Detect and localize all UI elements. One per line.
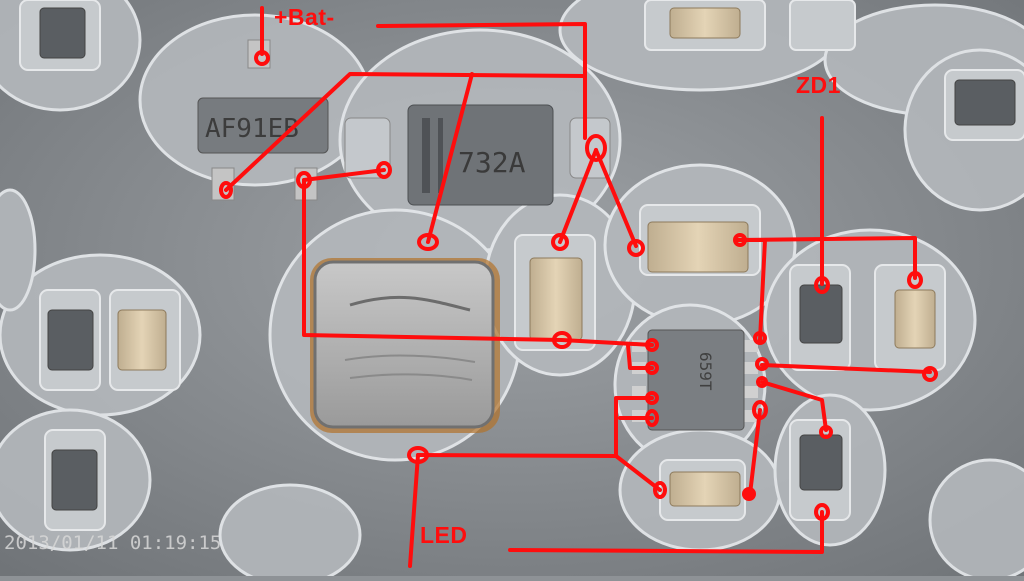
regulator-marking: AF91EB (205, 114, 299, 144)
annotation-dots (219, 50, 938, 521)
led-label: LED (420, 522, 468, 548)
diode-marking: 732A (458, 146, 526, 179)
timestamp: 2013/01/11 01:19:15 (4, 532, 222, 554)
zener-label: ZD1 (796, 72, 841, 98)
passive-components (39, 7, 1016, 511)
filled-dot (742, 487, 756, 501)
power-inductor (310, 258, 500, 433)
annotation-traces (224, 6, 932, 568)
battery-label: +Bat- (274, 4, 335, 30)
ic-marking: 659T (696, 352, 715, 391)
